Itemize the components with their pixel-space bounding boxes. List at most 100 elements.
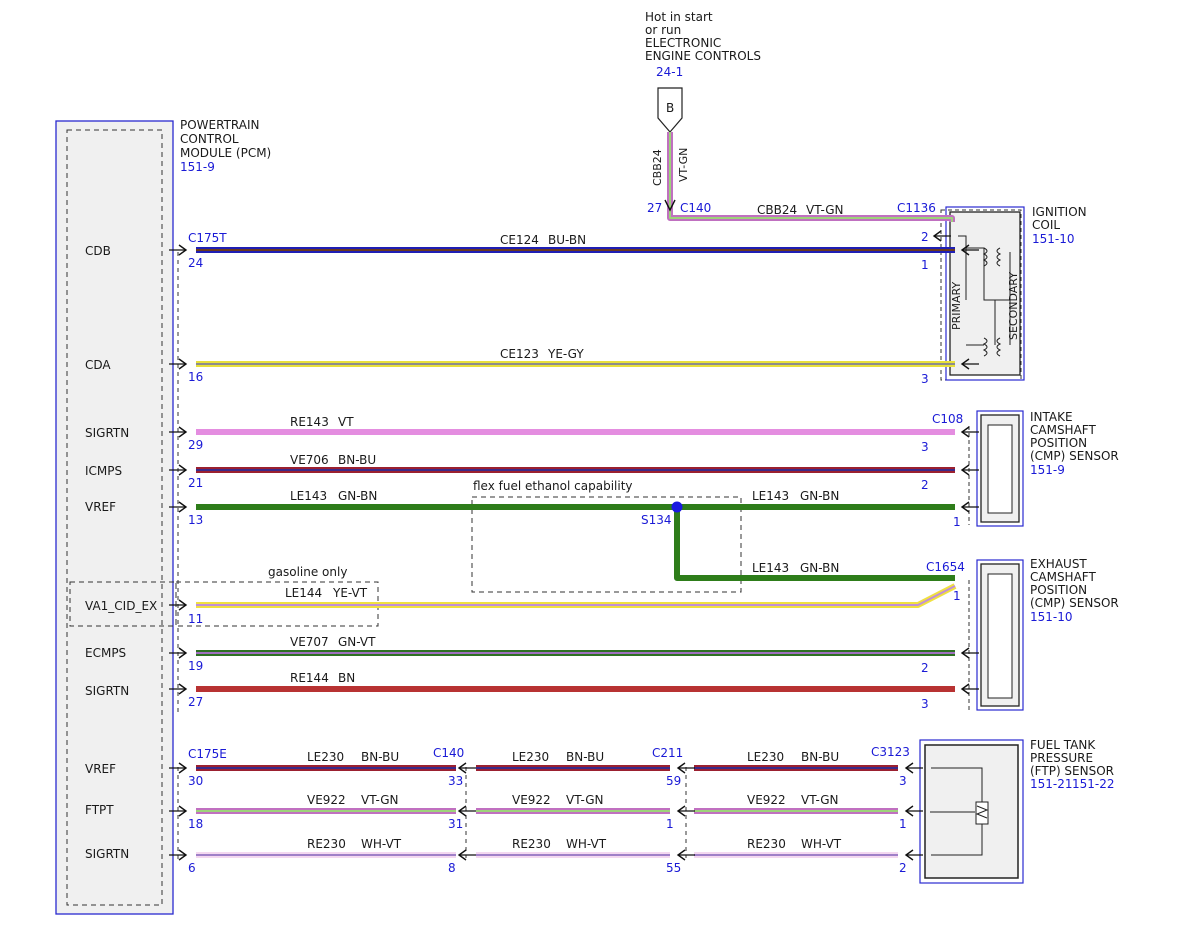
ftp-pin-pcm-1: 18 — [188, 817, 203, 831]
pin-left-11: 11 — [188, 612, 203, 626]
wire-le143-exhaust-stripe — [676, 507, 955, 579]
pin-right-3: 3 — [921, 372, 929, 386]
connector-c1136[interactable]: C1136 — [897, 201, 936, 215]
gasoline-note: gasoline only — [268, 565, 347, 579]
pcm-pin-sigrtn-3: SIGRTN — [85, 847, 129, 861]
pcm-pin-sigrtn-2: SIGRTN — [85, 684, 129, 698]
pcm-ref[interactable]: 151-9 — [180, 160, 215, 174]
coil-pin-2: 2 — [921, 230, 929, 244]
pcm-pin-ftpt: FTPT — [85, 803, 114, 817]
ftp-pin-sensor-0: 3 — [899, 774, 907, 788]
wire-le143-color-3: GN-BN — [800, 561, 839, 575]
pin-right-exhaust-1: 1 — [953, 589, 961, 603]
pcm-title-2: CONTROL — [180, 132, 239, 146]
ftp-color-ve922-1: VT-GN — [361, 793, 398, 807]
pin-left-29: 29 — [188, 438, 203, 452]
wire-color-ce124: BU-BN — [548, 233, 586, 247]
connector-c211[interactable]: C211 — [652, 746, 683, 760]
ftp-sensor: FUEL TANK PRESSURE (FTP) SENSOR 151-21 1… — [871, 738, 1115, 884]
ftp-title-1: FUEL TANK — [1030, 738, 1096, 752]
connector-c140-top[interactable]: C140 — [680, 201, 711, 215]
pin-left-21: 21 — [188, 476, 203, 490]
splice-dot[interactable] — [671, 501, 683, 513]
wire-le143-circuit-2: LE143 — [752, 489, 789, 503]
ftp-circuit-le230-3: LE230 — [747, 750, 784, 764]
pcm-pin-vref-2: VREF — [85, 762, 116, 776]
gasoline-box — [175, 581, 379, 627]
pcm-pin-cda: CDA — [85, 358, 111, 372]
ftp-circuit-re230-1: RE230 — [307, 837, 346, 851]
ftp-circuit-ve922-3: VE922 — [747, 793, 786, 807]
connector-c1654[interactable]: C1654 — [926, 560, 965, 574]
pcm-pin-vref: VREF — [85, 500, 116, 514]
pin-right-2: 2 — [921, 478, 929, 492]
power-line-2: or run — [645, 23, 681, 37]
coil-primary-label: PRIMARY — [950, 282, 963, 330]
power-line-1: Hot in start — [645, 10, 713, 24]
flex-fuel-note: flex fuel ethanol capability — [473, 479, 633, 493]
pcm-title-3: MODULE (PCM) — [180, 146, 271, 160]
ftp-pin-c211-0: 59 — [666, 774, 681, 788]
pin-right-3: 3 — [921, 440, 929, 454]
arrow-power — [664, 199, 676, 212]
wire-cbb24-color: VT-GN — [806, 203, 843, 217]
pin-right-3: 3 — [921, 697, 929, 711]
ftp-pin-c211-1: 1 — [666, 817, 674, 831]
ftp-ref-1[interactable]: 151-21 — [1030, 777, 1073, 791]
pcm-pin-sigrtn: SIGRTN — [85, 426, 129, 440]
ftp-color-le230-2: BN-BU — [566, 750, 604, 764]
pin-left-19: 19 — [188, 659, 203, 673]
splice-label[interactable]: S134 — [641, 513, 672, 527]
coil-secondary-label: SECONDARY — [1007, 272, 1020, 340]
pin-left-16: 16 — [188, 370, 203, 384]
wire-circuit-ve707: VE707 — [290, 635, 329, 649]
wire-le143-circuit-3: LE143 — [752, 561, 789, 575]
wire-circuit-re144: RE144 — [290, 671, 329, 685]
wire-color-ce123: YE-GY — [547, 347, 584, 361]
ftp-title-3: (FTP) SENSOR — [1030, 764, 1114, 778]
wire-cbb24-circuit: CBB24 — [757, 203, 797, 217]
pin-right-1: 1 — [921, 258, 929, 272]
wire-le144-stripe — [196, 585, 956, 606]
ftp-color-le230-3: BN-BU — [801, 750, 839, 764]
coil-title-2: COIL — [1032, 218, 1060, 232]
wire-circuit-ve706: VE706 — [290, 453, 329, 467]
exhaust-title-4: (CMP) SENSOR — [1030, 596, 1119, 610]
ftp-color-re230-2: WH-VT — [566, 837, 607, 851]
wire-le144-color: YE-VT — [332, 586, 368, 600]
ftp-pin-pcm-0: 30 — [188, 774, 203, 788]
power-ref[interactable]: 24-1 — [656, 65, 683, 79]
ftp-pin-c140-0: 33 — [448, 774, 463, 788]
intake-ref[interactable]: 151-9 — [1030, 463, 1065, 477]
pcm-pin-ecmps: ECMPS — [85, 646, 126, 660]
wire-le143-circuit: LE143 — [290, 489, 327, 503]
intake-title-2: CAMSHAFT — [1030, 423, 1096, 437]
connector-c108[interactable]: C108 — [932, 412, 963, 426]
wire-le144-circuit: LE144 — [285, 586, 322, 600]
ftp-title-2: PRESSURE — [1030, 751, 1093, 765]
wire-color-re144: BN — [338, 671, 355, 685]
ftp-pin-sensor-1: 1 — [899, 817, 907, 831]
connector-c140[interactable]: C140 — [433, 746, 464, 760]
pin-left-13: 13 — [188, 513, 203, 527]
pin-left-24: 24 — [188, 256, 203, 270]
pin-left-27: 27 — [188, 695, 203, 709]
vertical-circuit: CBB24 — [651, 149, 664, 186]
intake-title-4: (CMP) SENSOR — [1030, 449, 1119, 463]
connector-c3123[interactable]: C3123 — [871, 745, 910, 759]
exhaust-title-3: POSITION — [1030, 583, 1087, 597]
ftp-color-re230-3: WH-VT — [801, 837, 842, 851]
exhaust-ref[interactable]: 151-10 — [1030, 610, 1073, 624]
exhaust-title-2: CAMSHAFT — [1030, 570, 1096, 584]
connector-c175e[interactable]: C175E — [188, 747, 227, 761]
coil-ref[interactable]: 151-10 — [1032, 232, 1075, 246]
connector-c175t[interactable]: C175T — [188, 231, 227, 245]
ftp-circuit-re230-2: RE230 — [512, 837, 551, 851]
fuse-label: B — [666, 101, 674, 115]
ftp-circuit-ve922-2: VE922 — [512, 793, 551, 807]
ftp-pin-sensor-2: 2 — [899, 861, 907, 875]
ftp-ref-2[interactable]: 151-22 — [1072, 777, 1115, 791]
ftp-circuit-le230-1: LE230 — [307, 750, 344, 764]
wire-color-ve707: GN-VT — [338, 635, 376, 649]
